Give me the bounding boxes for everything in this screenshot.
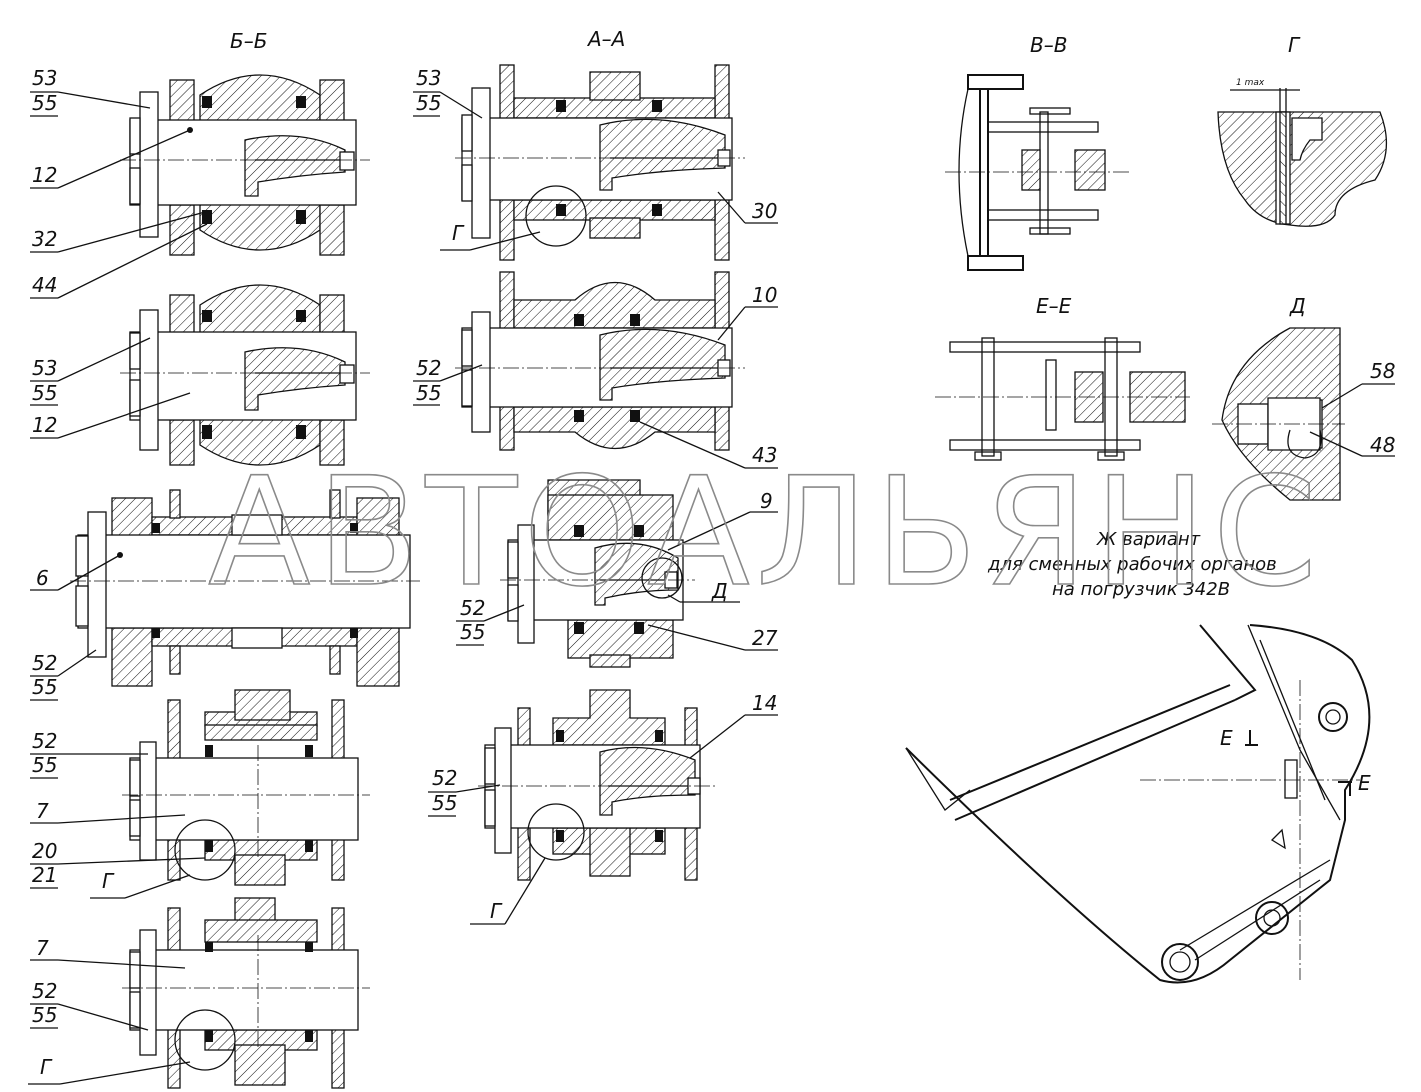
section-mark-e: Е: [1358, 771, 1371, 795]
callout-30: 30: [752, 199, 777, 223]
dimension-1-max: 1 max: [1236, 78, 1265, 88]
callout-52: 52: [32, 979, 57, 1003]
callout-g: Г: [102, 869, 115, 893]
callout-52: 52: [32, 651, 57, 675]
callout-55: 55: [432, 791, 457, 815]
note-line-3: на погрузчик 342В: [1052, 579, 1230, 600]
callout-10: 10: [752, 283, 777, 307]
callout-21: 21: [32, 863, 57, 887]
view-title-bb: Б–Б: [230, 29, 267, 53]
callout-52: 52: [432, 766, 457, 790]
callout-53: 53: [32, 66, 57, 90]
note-line-1: Ж вариант: [1096, 529, 1201, 550]
variant-note: Ж вариант для сменных рабочих органов на…: [987, 529, 1277, 600]
section-aa-top: А–А 53 55 30 Г: [413, 27, 778, 261]
section-bb-top: Б–Б 53 55 12 32 44: [30, 29, 370, 299]
callout-6: 6: [36, 566, 49, 590]
callout-12: 12: [32, 413, 57, 437]
callout-55: 55: [32, 381, 57, 405]
section-part-9: 9 Д 52 55 27: [456, 479, 778, 668]
callout-32: 32: [32, 227, 57, 251]
callout-55: 55: [32, 675, 57, 699]
callout-g: Г: [452, 221, 465, 245]
view-d-detail: Д 58 48: [1212, 294, 1395, 501]
view-title-g: Г: [1288, 33, 1301, 57]
callout-7: 7: [36, 936, 49, 960]
callout-55: 55: [32, 753, 57, 777]
view-title-ee: Е–Е: [1036, 294, 1072, 318]
section-part-6: 6 52 55: [30, 489, 420, 701]
view-ee: Е–Е: [935, 294, 1190, 461]
view-vv: В–В: [945, 33, 1130, 271]
note-line-2: для сменных рабочих органов: [987, 554, 1277, 575]
callout-43: 43: [752, 443, 777, 467]
section-part-14: 14 52 55 Г: [428, 689, 778, 925]
view-title-d: Д: [1289, 294, 1306, 318]
section-part-7-second: 7 52 55 Г: [28, 897, 370, 1089]
callout-14: 14: [752, 691, 777, 715]
callout-9: 9: [760, 489, 773, 513]
callout-53: 53: [32, 356, 57, 380]
callout-48: 48: [1370, 433, 1395, 457]
callout-12: 12: [32, 163, 57, 187]
section-part-7-first: 52 55 7 20 21 Г: [30, 689, 370, 899]
section-aa-second: 10 52 55 43: [413, 271, 778, 469]
callout-52: 52: [32, 729, 57, 753]
callout-g: Г: [40, 1055, 53, 1079]
callout-53: 53: [416, 66, 441, 90]
callout-55: 55: [416, 91, 441, 115]
callout-58: 58: [1370, 359, 1395, 383]
callout-d: Д: [711, 579, 728, 603]
callout-44: 44: [32, 273, 57, 297]
callout-g: Г: [490, 899, 503, 923]
callout-55: 55: [32, 1003, 57, 1027]
callout-52: 52: [416, 356, 441, 380]
callout-55: 55: [32, 91, 57, 115]
callout-7: 7: [36, 799, 49, 823]
view-title-aa: А–А: [586, 27, 625, 51]
watermark-text: АВТОАЛЬЯНС: [208, 446, 1323, 620]
section-mark-e: Е: [1220, 726, 1233, 750]
section-bb-second: 53 55 12: [30, 284, 370, 466]
bucket-drawing: Е Е: [905, 624, 1371, 984]
callout-52: 52: [460, 596, 485, 620]
callout-20: 20: [32, 839, 57, 863]
callout-27: 27: [752, 626, 778, 650]
callout-55: 55: [460, 620, 485, 644]
view-g-detail: Г 1 max: [1217, 33, 1388, 227]
callout-55: 55: [416, 381, 441, 405]
view-title-vv: В–В: [1030, 33, 1067, 57]
